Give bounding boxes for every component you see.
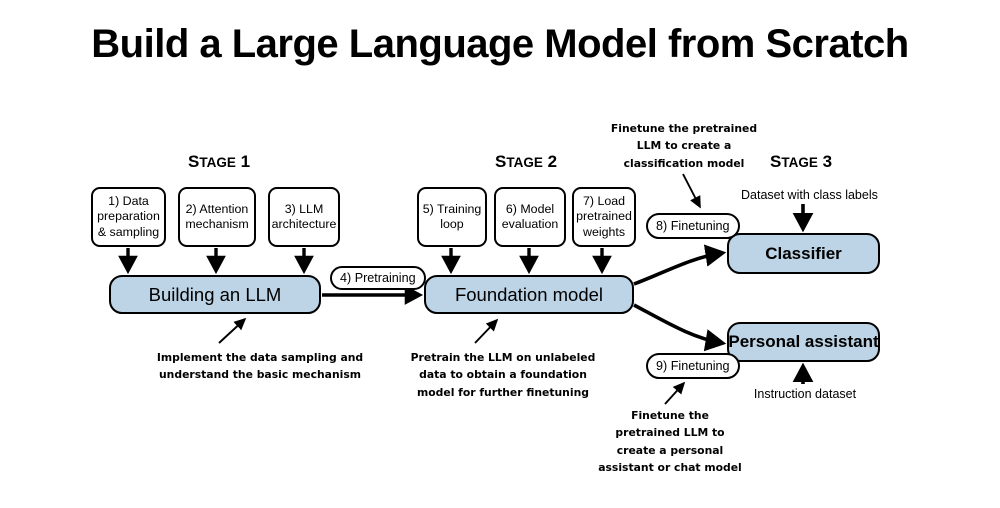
step-box-llm-architecture[interactable]: 3) LLM architecture bbox=[268, 187, 340, 247]
stage-2-header: STAGE 2 bbox=[495, 152, 558, 171]
step-box-model-evaluation[interactable]: 6) Model evaluation bbox=[494, 187, 566, 247]
pill-label: 4) Pretraining bbox=[340, 271, 416, 285]
caption-instruction-dataset: Instruction dataset bbox=[753, 387, 857, 401]
stage-1-header: STAGE 1 bbox=[188, 152, 251, 171]
pointer-note-stage2 bbox=[474, 318, 499, 344]
note-classifier: Finetune the pretrained LLM to create a … bbox=[610, 122, 758, 170]
step-label: 6) Model evaluation bbox=[501, 201, 559, 231]
step-box-data-preparation[interactable]: 1) Data preparation & sampling bbox=[91, 187, 166, 247]
stage-3-header: STAGE 3 bbox=[770, 152, 833, 171]
step-box-training-loop[interactable]: 5) Training loop bbox=[417, 187, 487, 247]
outcome-box-foundation-model[interactable]: Foundation model bbox=[424, 275, 634, 314]
outcome-label: Foundation model bbox=[454, 283, 604, 305]
caption-dataset-class-labels: Dataset with class labels bbox=[741, 188, 878, 202]
pointer-note-classifier bbox=[682, 173, 701, 209]
pill-finetuning-classifier[interactable]: 8) Finetuning bbox=[646, 213, 740, 239]
page-title: Build a Large Language Model from Scratc… bbox=[91, 22, 909, 66]
outcome-box-personal-assistant[interactable]: Personal assistant bbox=[727, 322, 880, 362]
step-label: 2) Attention mechanism bbox=[185, 201, 249, 231]
outcome-box-building-an-llm[interactable]: Building an LLM bbox=[109, 275, 321, 314]
pill-label: 8) Finetuning bbox=[656, 219, 730, 233]
step-label: 7) Load pretrained weights bbox=[576, 194, 632, 239]
arrow-foundation-to-assistant bbox=[633, 303, 727, 352]
note-assistant: Finetune the pretrained LLM to create a … bbox=[598, 409, 742, 475]
note-stage2: Pretrain the LLM on unlabeled data to ob… bbox=[410, 351, 596, 399]
note-stage1: Implement the data sampling and understa… bbox=[156, 351, 364, 382]
outcome-label: Personal assistant bbox=[728, 332, 879, 351]
pill-label: 9) Finetuning bbox=[656, 359, 730, 373]
pill-pretraining[interactable]: 4) Pretraining bbox=[330, 266, 426, 290]
step-label: 5) Training loop bbox=[422, 201, 482, 231]
arrow-foundation-to-classifier bbox=[633, 244, 727, 286]
step-box-attention-mechanism[interactable]: 2) Attention mechanism bbox=[178, 187, 256, 247]
step-box-load-pretrained-weights[interactable]: 7) Load pretrained weights bbox=[572, 187, 636, 247]
pointer-note-stage1 bbox=[218, 317, 247, 344]
outcome-label: Classifier bbox=[765, 243, 842, 263]
step-label: 3) LLM architecture bbox=[271, 201, 337, 231]
step-label: 1) Data preparation & sampling bbox=[97, 194, 160, 239]
outcome-label: Building an LLM bbox=[148, 283, 282, 305]
pointer-note-assistant bbox=[664, 381, 686, 405]
pill-finetuning-assistant[interactable]: 9) Finetuning bbox=[646, 353, 740, 379]
outcome-box-classifier[interactable]: Classifier bbox=[727, 233, 880, 274]
